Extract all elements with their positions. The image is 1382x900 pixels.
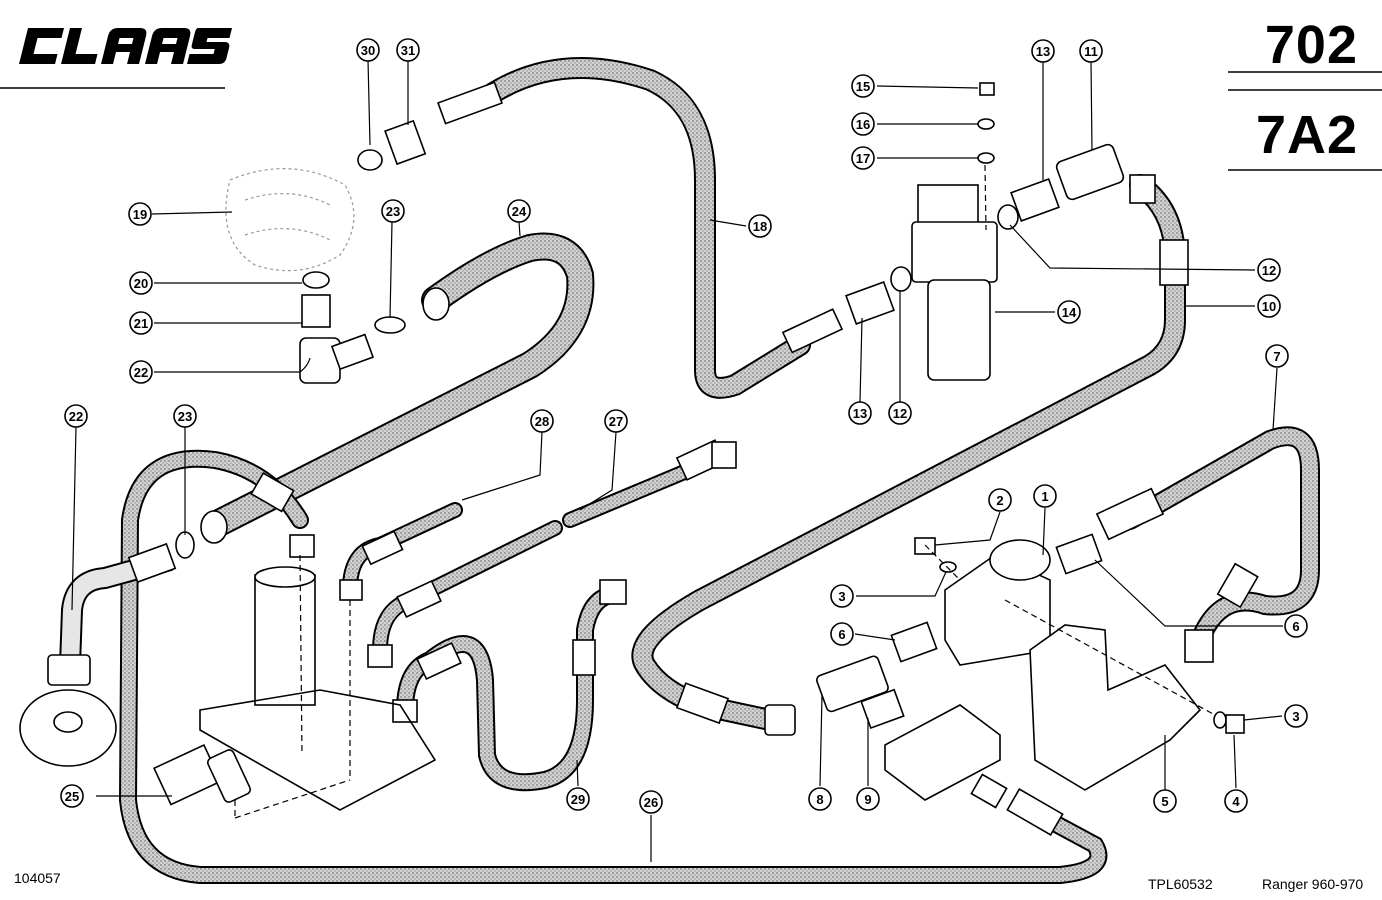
callout-23-left: 23: [173, 404, 197, 428]
svg-text:11: 11: [1084, 44, 1098, 59]
hose-24: [201, 232, 595, 539]
callout-3-right: 3: [1284, 704, 1308, 728]
assembly-lines: [234, 164, 1216, 819]
svg-text:10: 10: [1262, 299, 1276, 314]
svg-text:30: 30: [361, 43, 375, 58]
svg-text:12: 12: [893, 406, 907, 421]
callout-30: 30: [356, 38, 380, 62]
svg-text:22: 22: [69, 409, 83, 424]
hose-10: [631, 174, 1186, 731]
callout-13-upper: 13: [1031, 39, 1055, 63]
svg-text:15: 15: [856, 79, 870, 94]
svg-text:23: 23: [178, 409, 192, 424]
svg-text:6: 6: [1292, 619, 1299, 634]
callout-29: 29: [566, 787, 590, 811]
svg-text:13: 13: [853, 406, 867, 421]
svg-text:18: 18: [753, 219, 767, 234]
callout-12-upper: 12: [1257, 258, 1281, 282]
svg-text:28: 28: [535, 414, 549, 429]
svg-text:8: 8: [816, 792, 823, 807]
callout-28: 28: [530, 409, 554, 433]
svg-text:6: 6: [838, 627, 845, 642]
callout-8: 8: [808, 787, 832, 811]
callout-5: 5: [1153, 789, 1177, 813]
svg-text:7: 7: [1273, 349, 1280, 364]
frame-lines: [0, 71, 1382, 171]
callout-6-right: 6: [1284, 614, 1308, 638]
callout-18: 18: [748, 214, 772, 238]
svg-text:27: 27: [609, 414, 623, 429]
callout-1: 1: [1033, 484, 1057, 508]
callout-6-left: 6: [830, 622, 854, 646]
svg-text:22: 22: [134, 365, 148, 380]
brand-logo: [19, 28, 233, 64]
callout-23-upper: 23: [381, 199, 405, 223]
svg-text:25: 25: [65, 789, 79, 804]
page-number: 702: [1264, 15, 1358, 75]
leader-lines: [71, 59, 1283, 862]
callout-24: 24: [507, 199, 531, 223]
svg-text:29: 29: [571, 792, 585, 807]
svg-text:26: 26: [644, 795, 658, 810]
callout-3-upper: 3: [830, 584, 854, 608]
callout-12-lower: 12: [888, 401, 912, 425]
callout-25: 25: [60, 784, 84, 808]
callout-20: 20: [129, 271, 153, 295]
svg-text:2: 2: [996, 493, 1003, 508]
section-code: 7A2: [1255, 105, 1358, 165]
svg-text:13: 13: [1036, 44, 1050, 59]
callout-26: 26: [639, 790, 663, 814]
callout-10: 10: [1257, 294, 1281, 318]
fittings: [19, 81, 1259, 836]
callout-22-left: 22: [64, 404, 88, 428]
callout-2: 2: [988, 488, 1012, 512]
svg-text:16: 16: [856, 117, 870, 132]
svg-text:24: 24: [512, 204, 527, 219]
svg-text:4: 4: [1232, 794, 1240, 809]
model-name: Ranger 960-970: [1262, 876, 1364, 892]
callout-13-lower: 13: [848, 401, 872, 425]
callout-16: 16: [851, 112, 875, 136]
svg-text:5: 5: [1161, 794, 1168, 809]
callout-9: 9: [856, 787, 880, 811]
svg-text:19: 19: [133, 207, 147, 222]
image-number: 104057: [14, 870, 61, 886]
callout-17: 17: [851, 146, 875, 170]
svg-text:23: 23: [386, 204, 400, 219]
callout-21: 21: [129, 311, 153, 335]
callout-15: 15: [851, 74, 875, 98]
callout-14: 14: [1057, 300, 1081, 324]
svg-text:9: 9: [864, 792, 871, 807]
svg-text:21: 21: [134, 316, 148, 331]
svg-text:14: 14: [1062, 305, 1077, 320]
callout-22-upper: 22: [129, 360, 153, 384]
svg-text:3: 3: [838, 589, 845, 604]
svg-text:12: 12: [1262, 263, 1276, 278]
svg-text:31: 31: [401, 43, 415, 58]
pump-19-ghost: [225, 168, 355, 272]
svg-text:20: 20: [134, 276, 148, 291]
callout-4: 4: [1224, 789, 1248, 813]
hose-26: [118, 449, 1108, 884]
callout-27: 27: [604, 409, 628, 433]
callout-7: 7: [1265, 344, 1289, 368]
callout-11: 11: [1079, 39, 1103, 63]
svg-text:17: 17: [856, 151, 870, 166]
callout-bubbles: 30 31 19 23 24 20 21 22 22 23 28 27 18 1…: [60, 38, 1308, 814]
callout-19: 19: [128, 202, 152, 226]
svg-text:3: 3: [1292, 709, 1299, 724]
hose-18: [479, 57, 811, 399]
svg-text:1: 1: [1041, 489, 1048, 504]
hose-7: [1120, 426, 1320, 650]
hose-29: [396, 586, 619, 792]
plate-code: TPL60532: [1148, 876, 1213, 892]
callout-31: 31: [396, 38, 420, 62]
